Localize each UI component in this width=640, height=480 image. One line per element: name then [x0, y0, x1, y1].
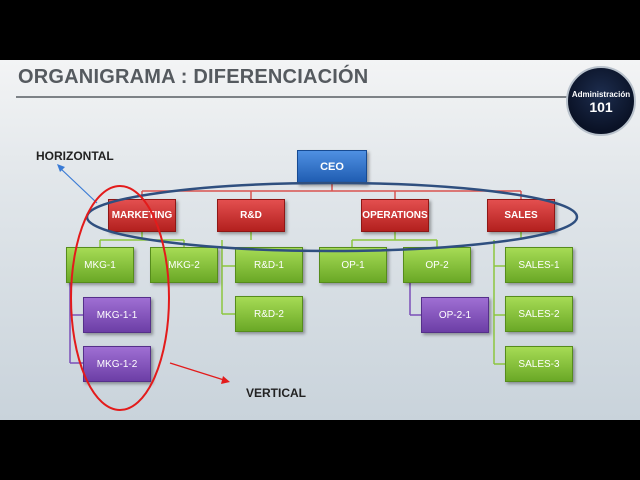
org-node-mkg-1: MKG-1: [66, 247, 134, 283]
administracion-101-logo: Administración 101: [566, 66, 636, 136]
horizontal-arrowhead: [57, 164, 65, 172]
horizontal-label: HORIZONTAL: [36, 149, 114, 163]
org-node-rd-1: R&D-1: [235, 247, 303, 283]
connector-lines: [69, 184, 522, 365]
vertical-arrowhead: [221, 376, 230, 384]
highlight-annotations: [57, 164, 579, 411]
org-node-marketing: MARKETING: [108, 199, 176, 232]
horizontal-arrow: [59, 167, 98, 204]
title-underline: [16, 96, 628, 98]
org-node-operations: OPERATIONS: [361, 199, 429, 232]
org-node-sales: SALES: [487, 199, 555, 232]
org-node-ceo: CEO: [297, 150, 367, 184]
org-node-mkg-1-1: MKG-1-1: [83, 297, 151, 333]
horizontal-ellipse: [85, 181, 579, 253]
slide-title: ORGANIGRAMA : DIFERENCIACIÓN: [18, 66, 369, 88]
org-node-op-2: OP-2: [403, 247, 471, 283]
vertical-arrow: [169, 362, 225, 381]
org-node-sales-2: SALES-2: [505, 296, 573, 332]
vertical-ellipse: [70, 185, 170, 411]
org-node-rd: R&D: [217, 199, 285, 232]
slide: ORGANIGRAMA : DIFERENCIACIÓN: [0, 60, 640, 420]
org-node-op-2-1: OP-2-1: [421, 297, 489, 333]
org-node-rd-2: R&D-2: [235, 296, 303, 332]
org-node-mkg-1-2: MKG-1-2: [83, 346, 151, 382]
vertical-label: VERTICAL: [246, 386, 306, 400]
org-node-sales-1: SALES-1: [505, 247, 573, 283]
org-node-op-1: OP-1: [319, 247, 387, 283]
org-node-mkg-2: MKG-2: [150, 247, 218, 283]
org-node-sales-3: SALES-3: [505, 346, 573, 382]
